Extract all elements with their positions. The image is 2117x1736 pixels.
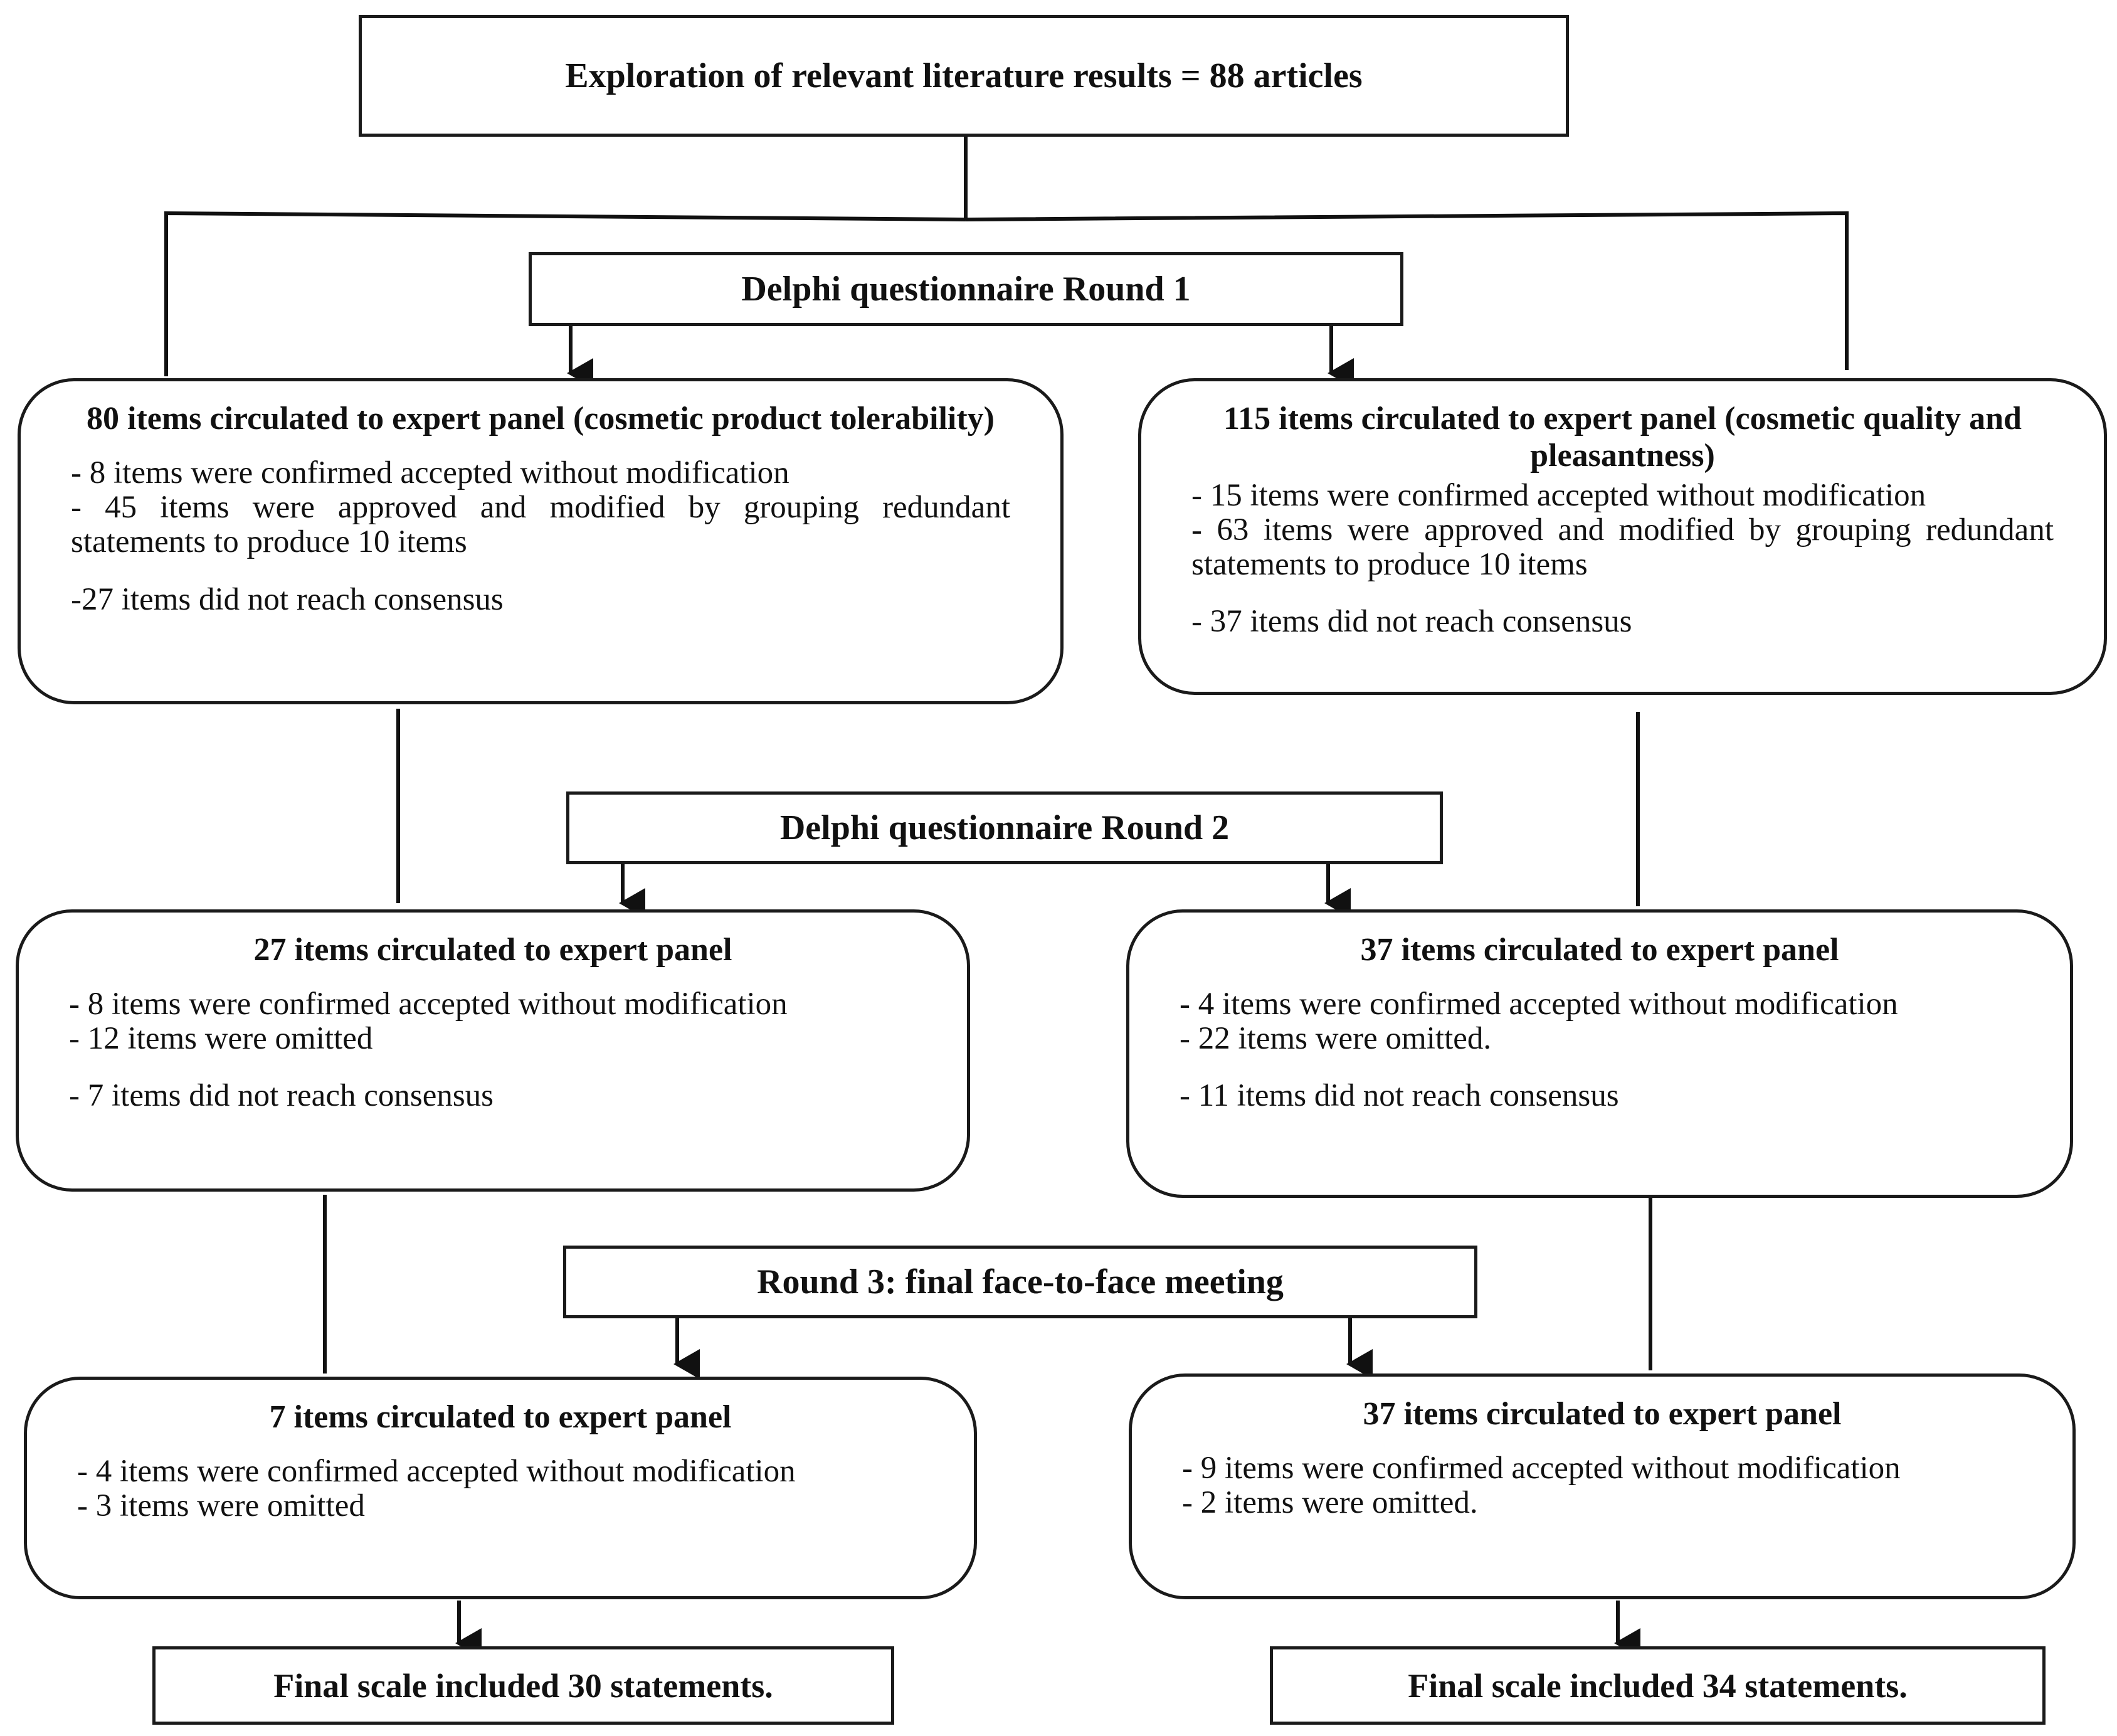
right-round3-item: - 9 items were confirmed accepted withou… (1182, 1451, 1901, 1486)
left-round3-title: 7 items circulated to expert panel (269, 1399, 732, 1435)
right-round2-item: - 22 items were omitted. (1180, 1021, 1492, 1057)
left-round3-item: - 4 items were confirmed accepted withou… (77, 1454, 796, 1490)
left-round3-panel: 7 items circulated to expert panel - 4 i… (24, 1377, 977, 1599)
round1-label: Delphi questionnaire Round 1 (741, 270, 1191, 309)
round1-box: Delphi questionnaire Round 1 (529, 252, 1403, 326)
left-round2-item: - 7 items did not reach consensus (69, 1078, 494, 1114)
right-round3-item: - 2 items were omitted. (1182, 1485, 1478, 1521)
left-round1-panel: 80 items circulated to expert panel (cos… (18, 378, 1064, 704)
left-round1-item: - 8 items were confirmed accepted withou… (71, 455, 789, 491)
right-round1-item: - 15 items were confirmed accepted witho… (1191, 477, 1926, 513)
right-final-box: Final scale included 34 statements. (1270, 1646, 2046, 1725)
left-round2-item: - 8 items were confirmed accepted withou… (69, 987, 788, 1022)
round3-label: Round 3: final face-to-face meeting (757, 1262, 1284, 1301)
right-round2-item: - 11 items did not reach consensus (1180, 1078, 1619, 1114)
left-round3-item: - 3 items were omitted (77, 1488, 365, 1524)
right-round3-title: 37 items circulated to expert panel (1363, 1396, 1842, 1432)
right-round2-title: 37 items circulated to expert panel (1360, 932, 1839, 968)
right-round1-item: - 37 items did not reach consensus (1191, 603, 1632, 639)
right-round2-item: - 4 items were confirmed accepted withou… (1180, 987, 1898, 1022)
left-final-label: Final scale included 30 statements. (273, 1666, 773, 1705)
right-round3-panel: 37 items circulated to expert panel - 9 … (1129, 1373, 2076, 1599)
right-round1-title: 115 items circulated to expert panel (co… (1223, 401, 2022, 474)
right-final-label: Final scale included 34 statements. (1408, 1666, 1908, 1705)
literature-exploration-label: Exploration of relevant literature resul… (565, 56, 1363, 95)
left-round1-item: -27 items did not reach consensus (71, 581, 504, 617)
left-round1-title: 80 items circulated to expert panel (cos… (87, 401, 995, 437)
left-round2-item: - 12 items were omitted (69, 1021, 373, 1057)
round3-box: Round 3: final face-to-face meeting (563, 1246, 1477, 1318)
connector-branch-right (965, 211, 1849, 370)
round2-label: Delphi questionnaire Round 2 (779, 808, 1230, 847)
connector-branch-left (164, 211, 966, 376)
round2-box: Delphi questionnaire Round 2 (566, 791, 1443, 864)
right-round1-item: - 63 items were approved and modified by… (1191, 512, 2054, 582)
left-round1-item: - 45 items were approved and modified by… (71, 490, 1010, 560)
left-final-box: Final scale included 30 statements. (152, 1646, 894, 1725)
literature-exploration-box: Exploration of relevant literature resul… (359, 15, 1569, 137)
right-round1-panel: 115 items circulated to expert panel (co… (1138, 378, 2107, 695)
left-round2-panel: 27 items circulated to expert panel - 8 … (16, 909, 970, 1192)
left-round2-title: 27 items circulated to expert panel (253, 932, 732, 968)
right-round2-panel: 37 items circulated to expert panel - 4 … (1126, 909, 2073, 1198)
